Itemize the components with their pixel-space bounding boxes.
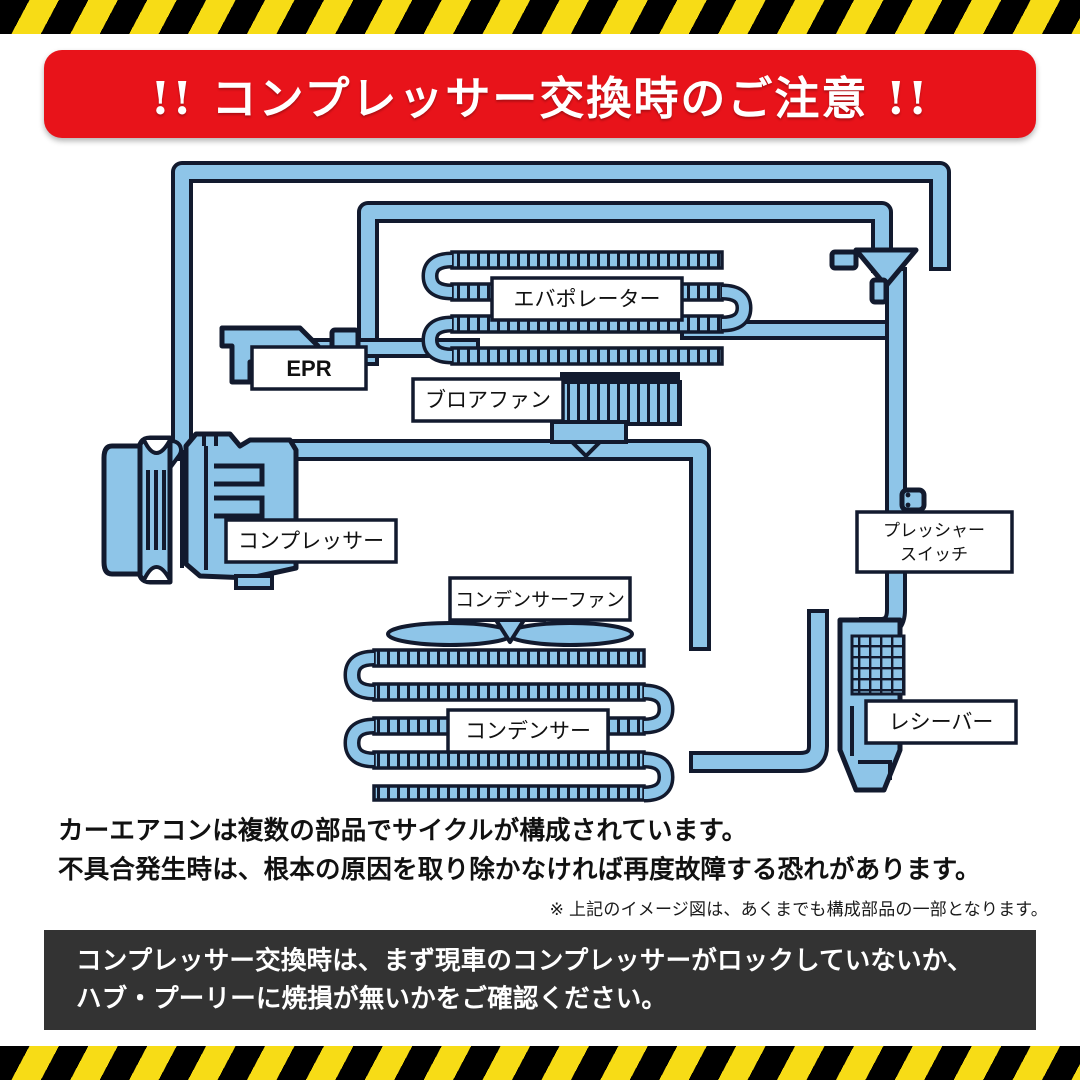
label-pressure-switch: プレッシャー スイッチ: [855, 510, 1014, 574]
footer-warning-box: コンプレッサー交換時は、まず現車のコンプレッサーがロックしていないか、 ハブ・プ…: [44, 930, 1036, 1030]
pressure-switch-sensor-icon: [899, 487, 927, 513]
label-evaporator: エバポレーター: [490, 276, 684, 322]
label-epr-text: EPR: [286, 356, 331, 381]
ac-cycle-diagram: エバポレーター EPR ブロアファン コンプレッサー コンデンサーファン: [0, 150, 1080, 810]
title-banner: !! コンプレッサー交換時のご注意 !!: [44, 50, 1036, 138]
body-copy: カーエアコンは複数の部品でサイクルが構成されています。 不具合発生時は、根本の原…: [58, 812, 1038, 890]
label-receiver: レシーバー: [864, 699, 1018, 745]
footer-line-1: コンプレッサー交換時は、まず現車のコンプレッサーがロックしていないか、: [76, 946, 973, 975]
body-line-1: カーエアコンは複数の部品でサイクルが構成されています。: [58, 817, 748, 845]
label-condenser-fan: コンデンサーファン: [448, 576, 632, 622]
label-compressor-text: コンプレッサー: [238, 529, 384, 553]
label-evaporator-text: エバポレーター: [514, 287, 661, 311]
hazard-stripe-top: [0, 0, 1080, 34]
label-epr: EPR: [250, 345, 368, 391]
label-condenser: コンデンサー: [446, 708, 610, 754]
footer-line-2: ハブ・プーリーに焼損が無いかをご確認ください。: [76, 985, 668, 1013]
page-title: !! コンプレッサー交換時のご注意 !!: [150, 71, 930, 125]
blower-fan-icon: [550, 372, 682, 458]
expansion-valve-icon: [829, 247, 919, 305]
label-receiver-text: レシーバー: [889, 710, 994, 734]
label-pressure-switch-line1: プレッシャー: [883, 521, 985, 541]
body-line-2: 不具合発生時は、根本の原因を取り除かなければ再度故障する恐れがあります。: [58, 855, 981, 884]
label-compressor: コンプレッサー: [224, 518, 398, 564]
disclaimer-note: ※ 上記のイメージ図は、あくまでも構成部品の一部となります。: [549, 900, 1048, 919]
diagram-labels: エバポレーター EPR ブロアファン コンプレッサー コンデンサーファン: [224, 276, 1018, 754]
label-blower-fan-text: ブロアファン: [425, 388, 551, 412]
title-banner-body: !! コンプレッサー交換時のご注意 !!: [44, 50, 1036, 138]
hazard-stripe-bottom: [0, 1046, 1080, 1080]
label-condenser-text: コンデンサー: [465, 719, 591, 743]
label-condenser-fan-text: コンデンサーファン: [455, 589, 625, 611]
label-blower-fan: ブロアファン: [411, 377, 565, 423]
compressor-icon: [101, 431, 299, 590]
label-pressure-switch-line2: スイッチ: [900, 545, 968, 565]
